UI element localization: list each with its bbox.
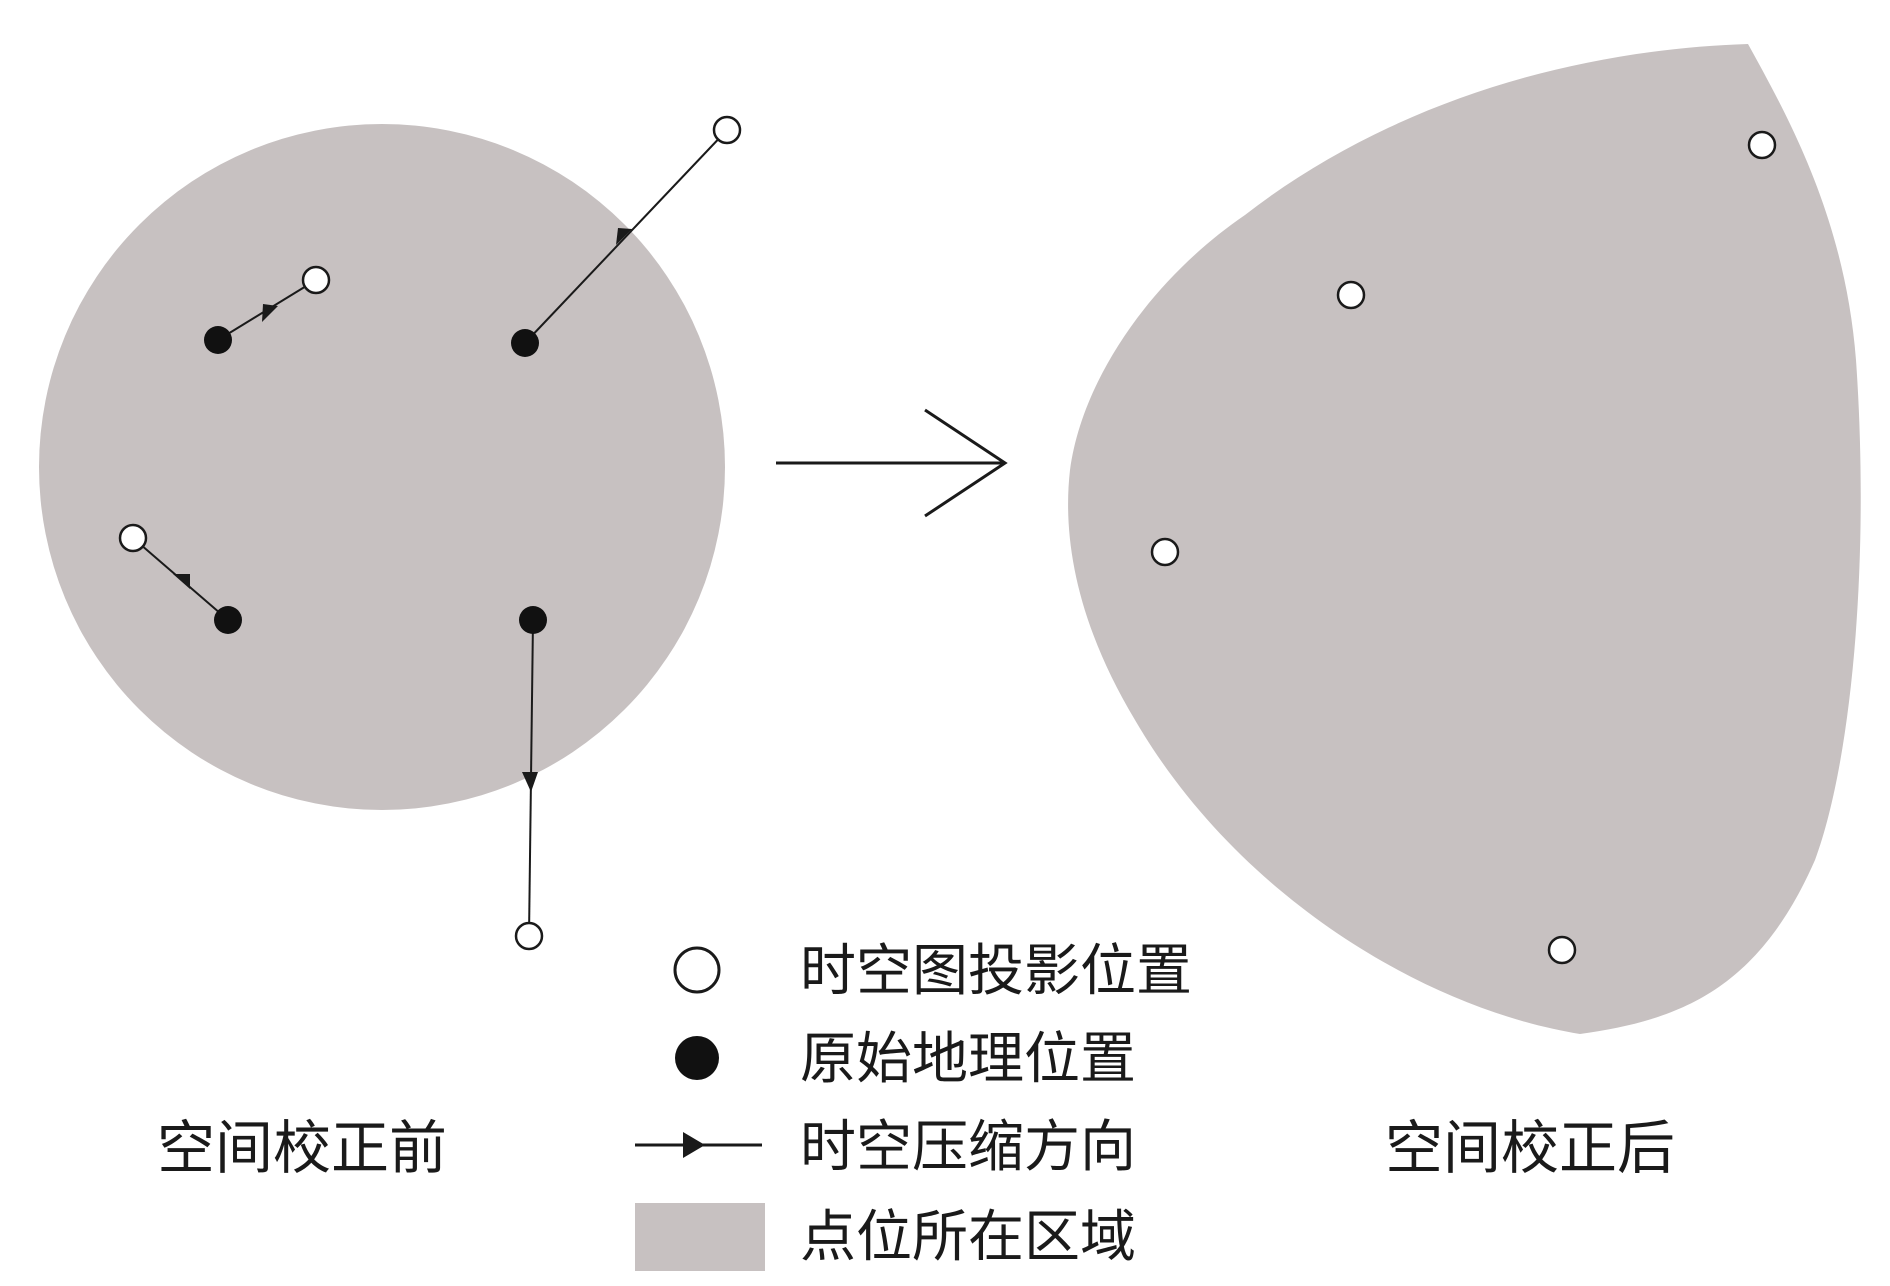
direction-arrowhead-icon	[262, 304, 278, 322]
transition-arrow-icon	[776, 408, 1008, 518]
legend-item-compression-direction: 时空压缩方向	[635, 1115, 1136, 1180]
original-location-point	[214, 606, 242, 634]
point-region-circle	[39, 124, 725, 810]
projected-location-point	[1547, 935, 1577, 965]
legend-label: 点位所在区域	[800, 1205, 1136, 1270]
legend-item-projected-location: 时空图投影位置	[673, 939, 1192, 1004]
original-location-point	[519, 606, 547, 634]
open-circle-icon	[673, 946, 721, 994]
after-panel-label: 空间校正后	[1385, 1114, 1675, 1182]
before-panel-label: 空间校正前	[157, 1114, 447, 1182]
projected-location-point	[1336, 280, 1366, 310]
after-panel: 空间校正后	[1068, 44, 1861, 1182]
projected-location-point	[1150, 537, 1180, 567]
projected-location-point	[514, 921, 544, 951]
arrow-line-icon	[635, 1132, 762, 1158]
before-panel: 空间校正前	[39, 115, 742, 1182]
point-pair-upper-left	[204, 265, 331, 354]
legend-item-point-region: 点位所在区域	[635, 1203, 1136, 1271]
original-location-point	[511, 329, 539, 357]
point-pair-lower-right	[514, 606, 547, 951]
projected-location-point	[1747, 130, 1777, 160]
projected-location-point	[301, 265, 331, 295]
legend-label: 时空图投影位置	[800, 939, 1192, 1004]
corrected-point-region	[1068, 44, 1861, 1034]
point-pair-lower-left	[118, 523, 242, 634]
compression-line	[524, 129, 728, 344]
projected-location-point	[118, 523, 148, 553]
projected-location-point	[712, 115, 742, 145]
point-pair-upper-right	[511, 115, 742, 357]
legend-label: 原始地理位置	[800, 1027, 1136, 1092]
gray-square-icon	[635, 1203, 765, 1271]
legend-item-original-location: 原始地理位置	[675, 1027, 1136, 1092]
original-location-point	[204, 326, 232, 354]
direction-arrowhead-icon	[522, 772, 538, 792]
direction-arrowhead-icon	[173, 574, 190, 589]
filled-circle-icon	[675, 1036, 719, 1080]
direction-arrowhead-icon	[616, 228, 632, 245]
legend: 时空图投影位置 原始地理位置 时空压缩方向 点位所在区域	[635, 939, 1192, 1271]
legend-label: 时空压缩方向	[800, 1115, 1136, 1180]
